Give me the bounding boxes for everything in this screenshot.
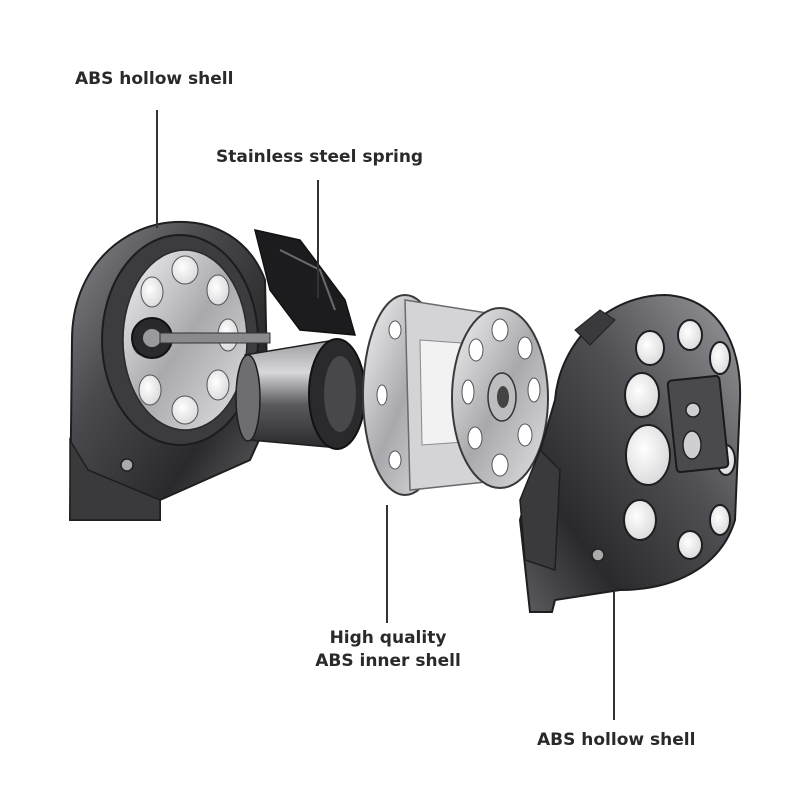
- leader-line-inner-shell: [386, 505, 388, 623]
- leader-line-right-shell: [613, 592, 615, 720]
- label-left-hollow-shell: ABS hollow shell: [75, 69, 234, 89]
- label-right-hollow-shell: ABS hollow shell: [537, 730, 696, 750]
- label-inner-shell: High quality ABS inner shell: [315, 628, 461, 671]
- right-hollow-shell: [518, 293, 742, 613]
- inner-shell-spool: [362, 294, 549, 496]
- leader-line-spring: [317, 180, 319, 298]
- spring-cylinder: [235, 338, 366, 450]
- stainless-steel-spring: [253, 229, 357, 336]
- axle: [159, 332, 271, 344]
- label-stainless-steel-spring: Stainless steel spring: [216, 147, 424, 167]
- leader-line-left-shell: [156, 110, 158, 228]
